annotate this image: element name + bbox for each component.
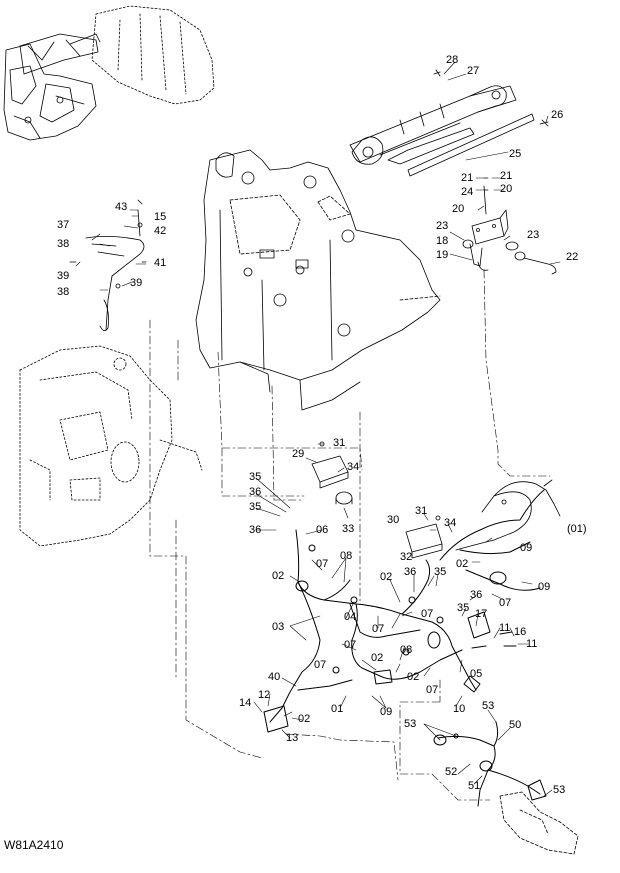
callout-27: 27 (467, 65, 480, 77)
callout-53-top: 53 (482, 700, 495, 712)
callout-02-b: 02 (456, 558, 469, 570)
machine-overview-inset (3, 5, 215, 141)
callout-23-right: 23 (527, 229, 540, 241)
callout-21-right: 21 (500, 170, 513, 182)
hose-tube (387, 113, 535, 177)
callout-35-b: 35 (249, 501, 262, 513)
callout-33: 33 (342, 523, 355, 535)
callout-34-lower: 34 (444, 517, 457, 529)
callout-50: 50 (509, 719, 522, 731)
callout-10: 10 (453, 703, 466, 715)
callout-32: 32 (400, 551, 413, 563)
callout-07-c: 07 (372, 623, 385, 635)
callout-24: 24 (461, 186, 474, 198)
callout-01: 01 (331, 703, 344, 715)
callout-17: 17 (475, 608, 488, 620)
callout-36-a: 36 (249, 486, 262, 498)
callout-51: 51 (468, 780, 481, 792)
callout-29: 29 (292, 448, 305, 460)
controller-30 (405, 515, 443, 559)
callout-53-right: 53 (553, 784, 566, 796)
callout-39-right: 39 (130, 277, 143, 289)
callout-11-lower: 11 (526, 638, 538, 650)
callout-01-ref: (01) (567, 523, 587, 535)
callout-15: 15 (154, 211, 167, 223)
callout-08-lower: 08 (400, 644, 413, 656)
callout-52: 52 (445, 766, 458, 778)
sensor-bracket (462, 177, 557, 275)
callout-41: 41 (154, 257, 167, 269)
reference-lines (149, 269, 551, 801)
callout-02-d: 02 (371, 652, 384, 664)
callout-38-upper: 38 (57, 238, 70, 250)
callout-08-upper: 08 (340, 550, 353, 562)
callout-19: 19 (436, 249, 449, 261)
callout-30: 30 (387, 514, 400, 526)
callout-09-a: 09 (520, 542, 533, 554)
callout-07-f: 07 (314, 659, 327, 671)
main-wire-harness (263, 489, 545, 733)
callout-11-upper: 11 (499, 622, 511, 634)
callout-25: 25 (509, 148, 522, 160)
callout-14: 14 (239, 697, 252, 709)
callout-31-lower: 31 (415, 505, 428, 517)
callout-07-a: 07 (316, 558, 329, 570)
callout-26: 26 (551, 109, 564, 121)
callout-39-left: 39 (57, 270, 70, 282)
callout-05: 05 (470, 668, 483, 680)
callout-37: 37 (57, 219, 70, 231)
callout-53-left: 53 (404, 718, 417, 730)
callout-36-b: 36 (249, 524, 262, 536)
harness-clip-assembly (69, 199, 147, 331)
callout-35-a: 35 (249, 471, 262, 483)
callout-07-d: 07 (421, 608, 434, 620)
callout-34-upper: 34 (347, 461, 360, 473)
drawing-code: W81A2410 (4, 838, 64, 852)
callout-09-c: 09 (380, 706, 393, 718)
lift-cylinder (349, 85, 517, 165)
rear-chassis (19, 345, 203, 547)
callout-18: 18 (436, 235, 449, 247)
sub-harness-50 (433, 721, 547, 807)
relay-33 (335, 491, 353, 505)
callout-20-left: 20 (452, 203, 465, 215)
callout-42: 42 (154, 225, 167, 237)
leader-lines (75, 61, 561, 797)
pedal-bracket (499, 791, 579, 855)
callout-09-b: 09 (538, 581, 551, 593)
loader-frame (195, 149, 441, 411)
callout-28: 28 (446, 54, 459, 66)
callout-02-e: 02 (407, 671, 420, 683)
callout-02-a: 02 (272, 570, 285, 582)
callout-12: 12 (258, 689, 271, 701)
callout-35-c: 35 (434, 566, 447, 578)
callout-13: 13 (286, 732, 299, 744)
callout-07-b: 07 (499, 597, 512, 609)
callout-43: 43 (115, 201, 128, 213)
callout-07-g: 07 (426, 684, 439, 696)
callout-23-left: 23 (436, 220, 449, 232)
callout-21-left: 21 (461, 172, 474, 184)
callout-38-lower: 38 (57, 286, 70, 298)
callout-04: 04 (344, 611, 357, 623)
callout-07-e: 07 (344, 639, 357, 651)
callout-03: 03 (272, 621, 285, 633)
callout-06: 06 (316, 524, 329, 536)
sensor-harness-01 (455, 479, 561, 551)
callout-16: 16 (514, 626, 527, 638)
callout-36-d: 36 (470, 589, 483, 601)
callout-02-c: 02 (380, 571, 393, 583)
callout-35-d: 35 (457, 602, 470, 614)
callout-36-c: 36 (404, 566, 417, 578)
bolts-upper (433, 69, 549, 127)
callout-20-right: 20 (500, 183, 513, 195)
callout-31-upper: 31 (333, 437, 346, 449)
callout-02-f: 02 (298, 713, 311, 725)
callout-22: 22 (566, 251, 579, 263)
callout-40: 40 (268, 671, 281, 683)
